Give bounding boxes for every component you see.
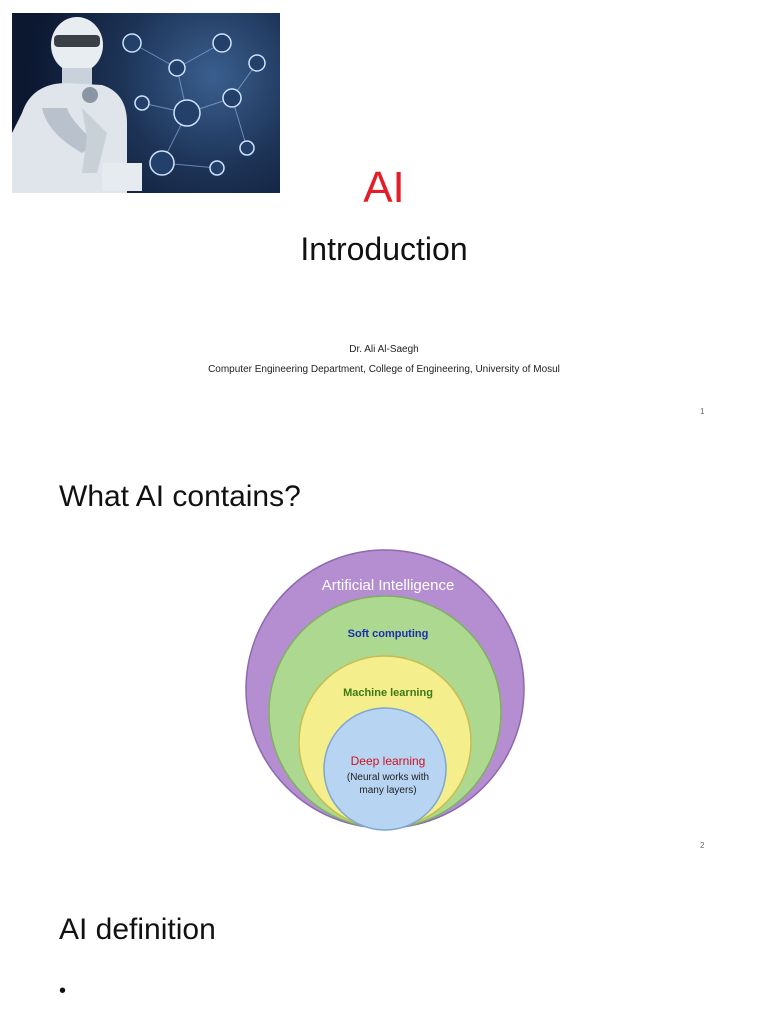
presentation-subtitle: Introduction: [300, 231, 468, 267]
deep-learning-note-line2: many layers): [359, 785, 416, 796]
slide-heading: AI definition: [59, 913, 216, 946]
presentation-title: AI: [363, 163, 405, 212]
bullet-point: •: [59, 980, 67, 1002]
soft-computing-label: Soft computing: [348, 628, 429, 640]
author-affiliation: Computer Engineering Department, College…: [208, 364, 560, 375]
slide-2: What AI contains? Artificial Intelligenc…: [0, 434, 768, 868]
page-number: 2: [700, 841, 705, 850]
author-name: Dr. Ali Al-Saegh: [349, 344, 419, 355]
slide-heading: What AI contains?: [59, 480, 301, 513]
deep-learning-circle: [323, 707, 447, 831]
ai-nested-circles-diagram: Artificial Intelligence Soft computing M…: [244, 547, 526, 837]
robot-thinker-image: [12, 13, 280, 193]
page-number: 1: [700, 407, 705, 416]
slide-3: AI definition •: [0, 868, 768, 1024]
machine-learning-label: Machine learning: [343, 687, 433, 699]
slide-1: AI Introduction Dr. Ali Al-Saegh Compute…: [0, 0, 768, 434]
ai-label: Artificial Intelligence: [322, 577, 455, 594]
deep-learning-label: Deep learning: [351, 754, 426, 768]
deep-learning-note-line1: (Neural works with: [347, 772, 429, 783]
